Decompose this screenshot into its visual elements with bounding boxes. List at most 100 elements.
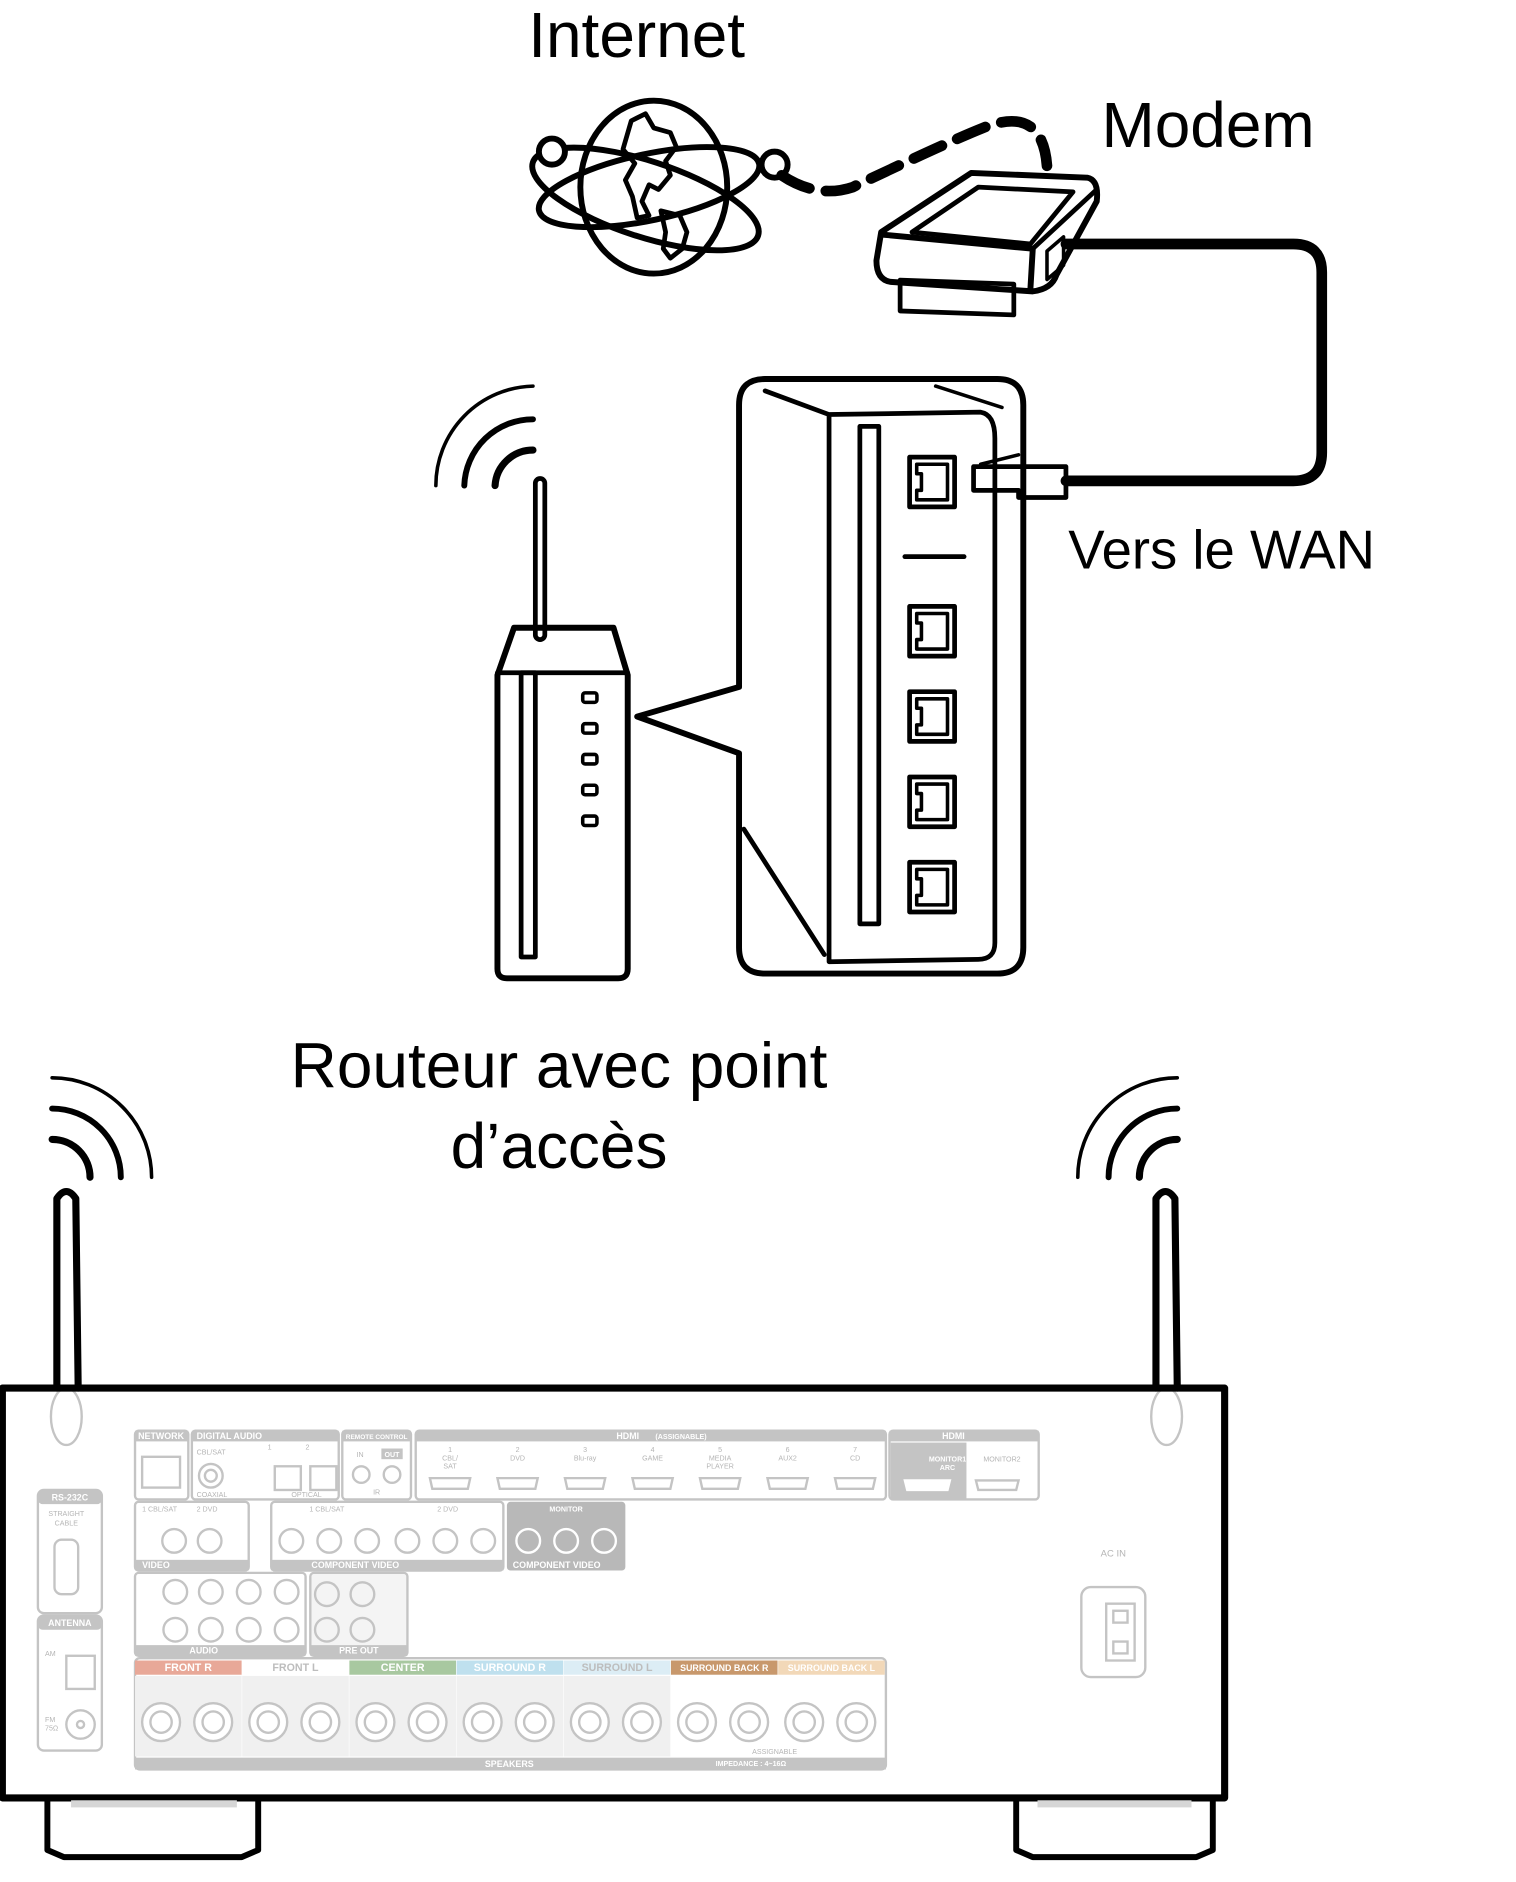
hdmi-out-section: HDMI MONITOR1 ARC MONITOR2 xyxy=(888,1429,1040,1501)
internet-label: Internet xyxy=(528,0,745,71)
speaker-terminal-inner xyxy=(470,1710,495,1734)
speaker-group-1: FRONT L xyxy=(242,1660,349,1757)
speaker-terminal xyxy=(300,1701,341,1743)
network-port: NETWORK xyxy=(133,1429,190,1501)
router-label-line1: Routeur avec point xyxy=(291,1029,828,1101)
speaker-terminal xyxy=(836,1701,877,1743)
wan-port xyxy=(907,454,957,510)
lan-port-4 xyxy=(907,859,957,915)
svg-text:STRAIGHT: STRAIGHT xyxy=(48,1510,85,1518)
hdmi-input-name: MEDIA xyxy=(709,1454,732,1462)
hdmi-port xyxy=(428,1476,472,1490)
hdmi-input-name: AUX2 xyxy=(778,1454,797,1462)
speaker-label-bg xyxy=(349,1660,456,1675)
hdmi-input-name: CD xyxy=(850,1454,860,1462)
audio-in-section: AUDIO xyxy=(133,1571,307,1657)
modem-label: Modem xyxy=(1101,89,1314,161)
hdmi-input-name: Blu-ray xyxy=(574,1454,597,1462)
svg-text:ASSIGNABLE: ASSIGNABLE xyxy=(752,1748,797,1756)
svg-text:IR: IR xyxy=(373,1489,380,1497)
hdmi-input-name2: PLAYER xyxy=(706,1463,733,1471)
speaker-terminal xyxy=(462,1701,503,1743)
right-wifi-icon xyxy=(1076,1076,1181,1181)
hdmi-input-number: 1 xyxy=(448,1446,452,1454)
svg-text:IN: IN xyxy=(357,1451,364,1459)
svg-text:AM: AM xyxy=(45,1650,56,1658)
lan-port-1 xyxy=(907,604,957,659)
hdmi-port xyxy=(495,1476,540,1490)
svg-text:1: 1 xyxy=(268,1444,272,1452)
speaker-label-bg xyxy=(135,1660,242,1675)
component-video-out-section: MONITOR COMPONENT VIDEO xyxy=(506,1501,626,1571)
svg-text:MONITOR: MONITOR xyxy=(549,1505,582,1513)
speaker-terminal xyxy=(407,1701,448,1743)
speaker-terminal-inner xyxy=(685,1710,709,1734)
hdmi-input-number: 4 xyxy=(651,1446,655,1454)
svg-text:CABLE: CABLE xyxy=(55,1519,79,1527)
svg-text:IMPEDANCE : 4~16Ω: IMPEDANCE : 4~16Ω xyxy=(716,1760,787,1768)
router-wifi-icon xyxy=(434,384,537,490)
video-in-section: 1 CBL/SAT 2 DVD VIDEO xyxy=(133,1500,250,1572)
speaker-group-4: SURROUND L xyxy=(563,1660,671,1757)
svg-text:75Ω: 75Ω xyxy=(45,1724,58,1732)
speaker-terminal xyxy=(784,1701,825,1743)
speaker-terminal-inner xyxy=(630,1710,654,1734)
hdmi-port xyxy=(630,1476,675,1490)
speaker-terminal-inner xyxy=(737,1710,761,1734)
svg-text:COMPONENT VIDEO: COMPONENT VIDEO xyxy=(311,1560,399,1570)
speaker-group-3: SURROUND R xyxy=(456,1660,564,1757)
svg-text:2 DVD: 2 DVD xyxy=(197,1505,218,1513)
svg-text:DIGITAL AUDIO: DIGITAL AUDIO xyxy=(197,1431,263,1441)
component-video-in-section: 1 CBL/SAT 2 DVD COMPONENT VIDEO xyxy=(270,1500,505,1572)
speaker-label: SURROUND R xyxy=(474,1662,546,1674)
svg-text:1 CBL/SAT: 1 CBL/SAT xyxy=(309,1505,345,1513)
svg-text:AUDIO: AUDIO xyxy=(189,1645,218,1655)
hdmi-input-name: CBL/ xyxy=(442,1454,458,1462)
speaker-terminal-inner xyxy=(522,1710,547,1734)
speaker-label-bg xyxy=(242,1660,349,1675)
speaker-terminal xyxy=(140,1701,182,1743)
speaker-group-5: SURROUND BACK R xyxy=(670,1660,778,1743)
speaker-terminal-inner xyxy=(792,1710,817,1734)
hdmi-input-number: 5 xyxy=(718,1446,722,1454)
svg-text:FM: FM xyxy=(45,1716,55,1724)
svg-text:HDMI: HDMI xyxy=(942,1431,965,1441)
hdmi-input-number: 3 xyxy=(583,1446,587,1454)
lan-port-2 xyxy=(907,689,957,744)
speaker-terminal xyxy=(569,1701,610,1743)
left-wifi-icon xyxy=(48,1076,154,1181)
speaker-label-bg xyxy=(778,1660,885,1675)
speaker-label: CENTER xyxy=(381,1662,425,1674)
svg-text:MONITOR2: MONITOR2 xyxy=(983,1456,1020,1464)
svg-text:REMOTE CONTROL: REMOTE CONTROL xyxy=(346,1434,408,1441)
speaker-terminal-inner xyxy=(363,1710,388,1734)
speaker-terminal-inner xyxy=(256,1710,281,1734)
speaker-label-bg xyxy=(456,1660,564,1675)
svg-text:ANTENNA: ANTENNA xyxy=(48,1618,92,1628)
svg-text:PRE OUT: PRE OUT xyxy=(339,1645,379,1655)
speaker-terminal xyxy=(355,1701,396,1743)
pre-out-section: PRE OUT xyxy=(309,1571,409,1657)
wan-label: Vers le WAN xyxy=(1068,520,1375,581)
router-icon xyxy=(494,476,631,982)
router-label-line2: d’accès xyxy=(451,1110,668,1182)
hdmi-input-name2: SAT xyxy=(443,1463,457,1471)
digital-audio-section: DIGITAL AUDIO CBL/SAT COAXIAL 1 2 OPTICA… xyxy=(190,1429,340,1501)
router-ports-callout xyxy=(634,376,1069,977)
modem-icon xyxy=(873,169,1101,318)
svg-text:ARC: ARC xyxy=(940,1464,955,1472)
speaker-terminal-inner xyxy=(201,1710,226,1734)
svg-text:NETWORK: NETWORK xyxy=(138,1431,184,1441)
speaker-terminal-inner xyxy=(415,1710,440,1734)
hdmi-port xyxy=(765,1476,810,1490)
svg-text:2 DVD: 2 DVD xyxy=(437,1505,458,1513)
hdmi-input-number: 2 xyxy=(516,1446,520,1454)
led-indicators xyxy=(580,691,599,828)
hdmi-port xyxy=(833,1476,877,1490)
hdmi-input-number: 7 xyxy=(853,1446,857,1454)
speaker-group-0: FRONT R xyxy=(135,1660,242,1757)
